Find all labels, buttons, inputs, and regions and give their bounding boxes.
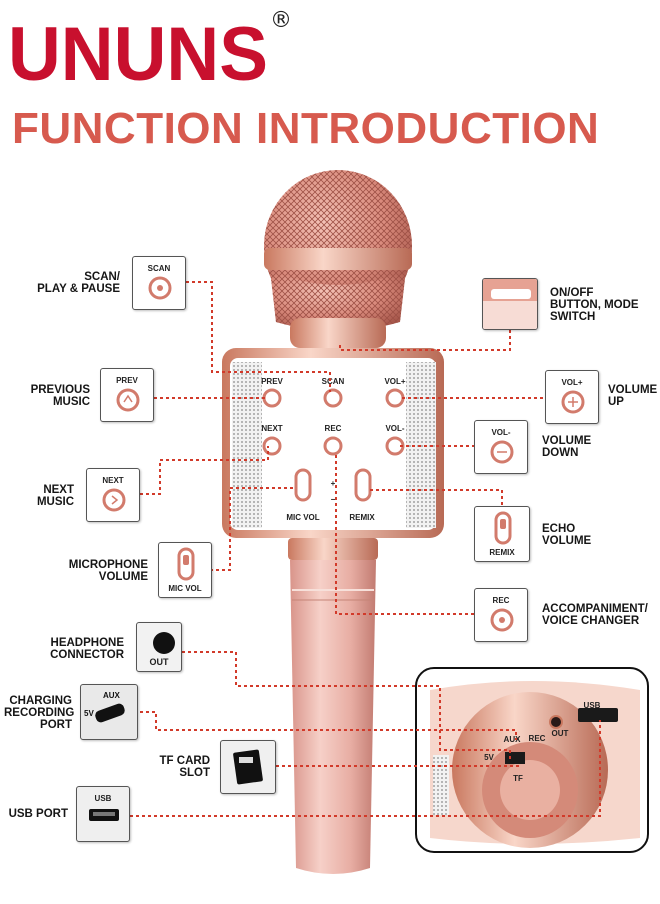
left-speaker-grille <box>232 362 262 528</box>
panel-vol-down: VOL- <box>385 424 405 456</box>
thumb-charging-port: AUX 5V <box>80 684 138 740</box>
microphone-handle <box>290 560 376 874</box>
thumb-tf-card <box>220 740 276 794</box>
head-ring <box>264 248 412 270</box>
thumb-next: NEXT <box>86 468 140 522</box>
svg-text:SCAN: SCAN <box>322 377 345 386</box>
thumb-vol-up: VOL+ <box>545 370 599 424</box>
panel-rec: REC <box>323 424 343 456</box>
thumb-scan: SCAN <box>132 256 186 310</box>
panel-vol-up: VOL+ <box>384 377 406 408</box>
thumb-headphone-jack: OUT <box>136 622 182 672</box>
panel-prev: PREV <box>261 377 284 408</box>
svg-text:NEXT: NEXT <box>261 424 282 433</box>
panel-minus: − <box>331 495 336 504</box>
thumb-power-switch <box>482 278 538 330</box>
thumb-rec: REC <box>474 588 528 642</box>
panel-next: NEXT <box>261 424 283 456</box>
label-accompaniment: ACCOMPANIMENT/VOICE CHANGER <box>542 603 648 627</box>
thumb-prev: PREV <box>100 368 154 422</box>
inset-out: OUT <box>552 729 569 738</box>
svg-text:VOL-: VOL- <box>385 424 404 433</box>
registered-mark: ® <box>270 8 292 33</box>
inset-rec: REC <box>529 734 546 743</box>
svg-text:PREV: PREV <box>261 377 283 386</box>
panel-scan: SCAN <box>322 377 345 408</box>
thumb-vol-down: VOL- <box>474 420 528 474</box>
inset-aux: AUX <box>504 735 522 744</box>
thumb-usb: USB <box>76 786 130 842</box>
right-speaker-grille <box>406 362 436 528</box>
svg-text:REMIX: REMIX <box>349 513 375 522</box>
inset-usb: USB <box>584 701 601 710</box>
thumb-mic-vol: MIC VOL <box>158 542 212 598</box>
brand-logo-text: UNUNS <box>8 18 268 88</box>
bottom-view-inset: 5V AUX REC OUT USB TF <box>415 667 649 853</box>
page-headline: FUNCTION INTRODUCTION <box>12 104 600 153</box>
label-scan: SCAN/PLAY & PAUSE <box>37 271 120 295</box>
svg-text:VOL+: VOL+ <box>384 377 405 386</box>
inset-5v: 5V <box>484 753 494 762</box>
label-usb-port: USB PORT <box>8 808 68 820</box>
svg-text:REC: REC <box>325 424 342 433</box>
svg-text:MIC VOL: MIC VOL <box>286 513 319 522</box>
thumb-remix: REMIX <box>474 506 530 562</box>
brand-logo: UNUNS <box>8 18 268 88</box>
inset-tf: TF <box>513 774 523 783</box>
panel-mic-vol-slider: MIC VOL <box>286 468 320 522</box>
panel-plus: + <box>331 479 336 488</box>
panel-remix-slider: REMIX <box>349 468 375 522</box>
